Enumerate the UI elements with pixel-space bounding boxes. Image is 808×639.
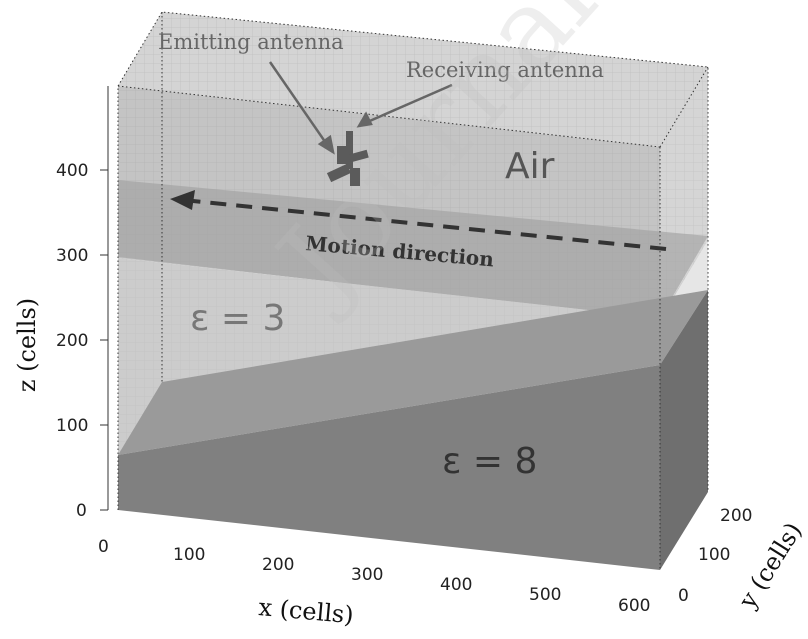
- annotation-arrows: [268, 61, 453, 155]
- x-tick-100: 100: [173, 545, 205, 565]
- bounding-box-edges: [117, 11, 709, 570]
- z-axis-label: z (cells): [13, 298, 41, 392]
- eps3-region-label: ε = 3: [190, 298, 285, 339]
- y-tick-0: 0: [678, 586, 689, 606]
- emitting-antenna-label: Emitting antenna: [158, 30, 344, 54]
- eps3-layer-top: [118, 240, 708, 455]
- antenna-icon: [326, 131, 369, 186]
- z-axis: 400 300 200 100 0 z (cells): [13, 86, 109, 521]
- eps8-front-face: [118, 365, 660, 570]
- z-tick-200: 200: [56, 331, 88, 351]
- eps8-top-face: [118, 290, 708, 455]
- eps8-side-face: [660, 290, 708, 570]
- x-tick-400: 400: [440, 575, 472, 595]
- air-region-label: Air: [505, 146, 555, 187]
- eps8-region-label: ε = 8: [442, 441, 537, 482]
- y-axis: 0 100 200 y (cells): [678, 506, 808, 614]
- motion-arrow: [170, 190, 667, 251]
- z-tick-300: 300: [56, 246, 88, 266]
- x-tick-300: 300: [351, 565, 383, 585]
- x-tick-600: 600: [618, 596, 650, 616]
- z-tick-0: 0: [76, 501, 87, 521]
- y-tick-200: 200: [720, 506, 752, 526]
- x-tick-0: 0: [98, 537, 109, 557]
- y-tick-100: 100: [698, 545, 730, 565]
- motion-band: [118, 180, 708, 318]
- x-tick-200: 200: [262, 555, 294, 575]
- z-tick-100: 100: [56, 416, 88, 436]
- x-axis-label: x (cells): [257, 593, 354, 629]
- y-axis-label: y (cells): [733, 518, 808, 614]
- z-tick-400: 400: [56, 161, 88, 181]
- x-tick-500: 500: [529, 585, 561, 605]
- receiving-antenna-label: Receiving antenna: [406, 58, 604, 82]
- air-top-grid: [118, 12, 708, 147]
